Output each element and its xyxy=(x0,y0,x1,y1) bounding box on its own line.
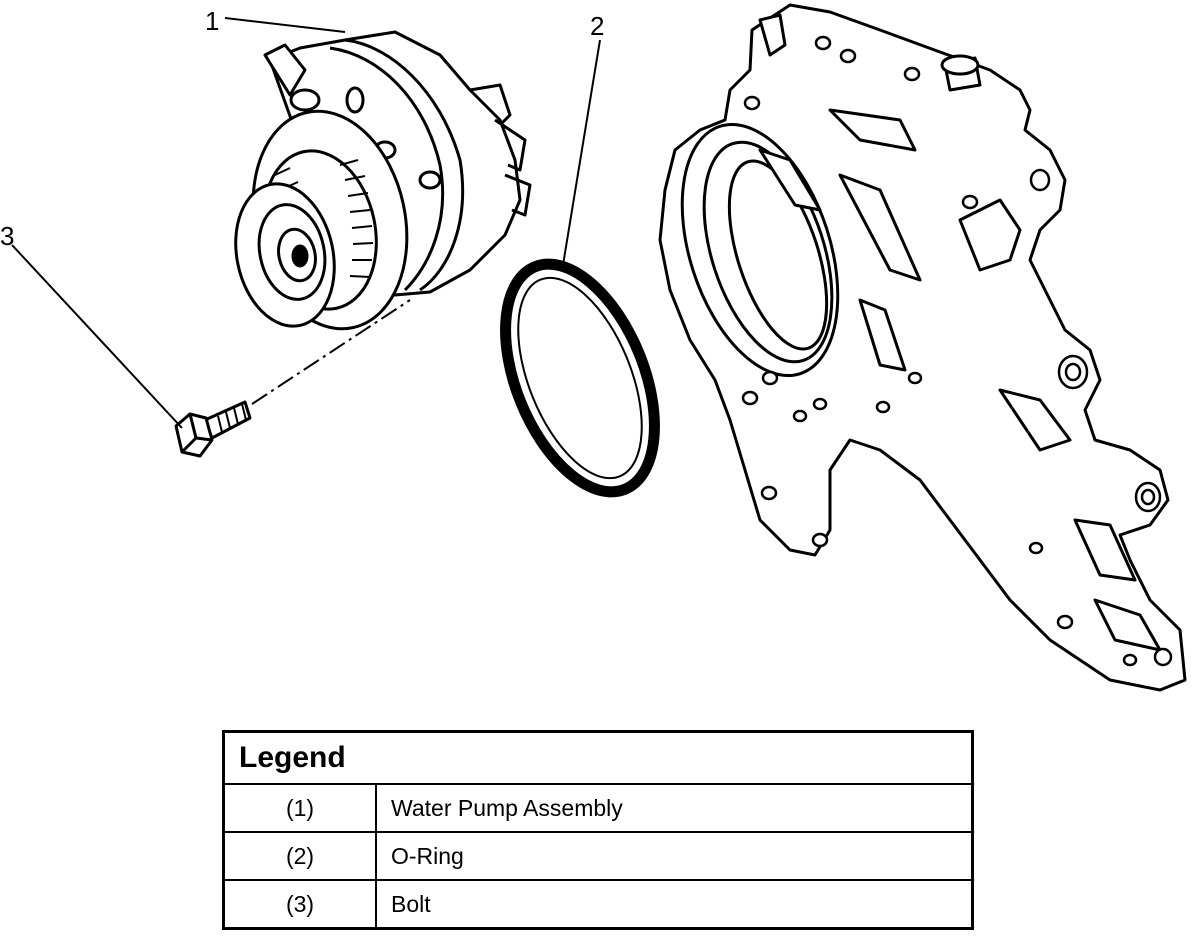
legend-title: Legend xyxy=(222,730,974,785)
legend-row-number: (3) xyxy=(222,879,377,930)
legend-row-description: O-Ring xyxy=(375,831,974,881)
callout-3: 3 xyxy=(0,221,14,251)
alignment-line xyxy=(251,299,411,405)
leader-line-2 xyxy=(562,39,601,266)
legend-row-number: (1) xyxy=(222,783,377,833)
engine-front-cover xyxy=(658,3,1187,692)
leader-line-3 xyxy=(11,244,183,429)
bolt xyxy=(174,400,252,458)
water-pump-assembly xyxy=(234,30,532,331)
leader-line-1 xyxy=(224,17,346,33)
legend-header-row: Legend xyxy=(222,730,974,785)
legend-row: (1) Water Pump Assembly xyxy=(222,783,974,833)
legend-row-description: Bolt xyxy=(375,879,974,930)
exploded-parts-diagram: 1 2 3 xyxy=(0,3,1187,692)
o-ring xyxy=(500,258,660,498)
legend-row-number: (2) xyxy=(222,831,377,881)
callout-1: 1 xyxy=(205,6,219,36)
legend-row-description: Water Pump Assembly xyxy=(375,783,974,833)
callout-2: 2 xyxy=(590,11,604,41)
legend-table: Legend (1) Water Pump Assembly (2) O-Rin… xyxy=(222,730,974,930)
legend-row: (2) O-Ring xyxy=(222,831,974,881)
leader-lines xyxy=(11,17,601,429)
legend-row: (3) Bolt xyxy=(222,879,974,930)
